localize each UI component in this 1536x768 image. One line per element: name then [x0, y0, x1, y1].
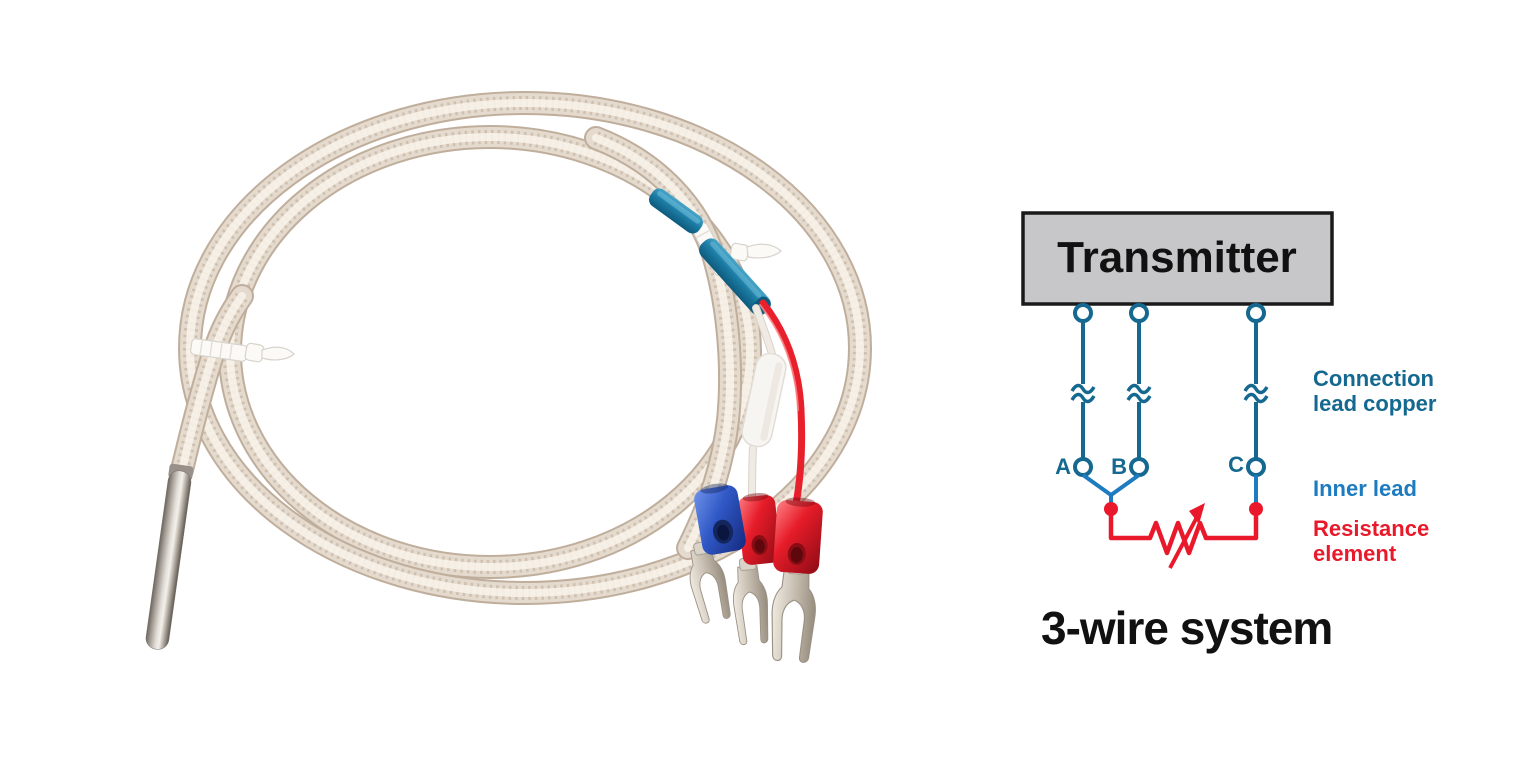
heat-shrink-small — [649, 188, 703, 234]
sensor-terminal-b — [1129, 457, 1149, 477]
terminal-letter-labels: A B C — [1055, 452, 1244, 479]
terminal-label-a: A — [1055, 454, 1071, 479]
white-insulating-sleeve — [741, 352, 787, 448]
resistor-zigzag — [1108, 509, 1259, 556]
inner-leads — [1081, 473, 1258, 504]
terminal-label-b: B — [1111, 454, 1127, 479]
diagram-annotations: Connection lead copper Inner lead Resist… — [1313, 366, 1437, 566]
transmitter-terminal-2 — [1129, 303, 1149, 323]
three-wire-rtd-diagram: Transmitter A B C — [1021, 211, 1437, 654]
sensor-terminal-c — [1246, 457, 1266, 477]
resistance-label-line2: element — [1313, 541, 1397, 566]
resistance-element-circuit — [1108, 509, 1259, 569]
sensor-terminal-a — [1073, 457, 1093, 477]
transmitter-box — [1021, 211, 1334, 306]
fork-blade-mid — [729, 564, 772, 646]
transmitter-terminal-3 — [1246, 303, 1266, 323]
cable-tie-left — [190, 338, 295, 363]
junction-dot-left — [1104, 502, 1118, 516]
connection-lead-label-line2: lead copper — [1313, 391, 1437, 416]
resistance-circuit-nodes — [1104, 502, 1263, 524]
variable-arrow-head — [1189, 503, 1205, 524]
white-lead-upper — [753, 305, 775, 357]
probe-body — [145, 470, 192, 650]
steel-probe — [145, 463, 194, 650]
inner-lead-label: Inner lead — [1313, 476, 1417, 501]
variable-arrow-shaft — [1168, 516, 1199, 569]
terminal-label-c: C — [1228, 452, 1244, 477]
transmitter-label: Transmitter — [1057, 233, 1297, 282]
connection-lead-label-line1: Connection — [1313, 366, 1434, 391]
diagram-title: 3-wire system — [1041, 602, 1332, 654]
fork-blade-right — [768, 567, 819, 664]
red-lead — [759, 299, 806, 508]
terminal-sleeve-red-right — [773, 497, 823, 574]
rtd-probe-photo — [145, 0, 960, 664]
inner-lead-lines — [1081, 473, 1258, 504]
white-lead-lower — [749, 445, 756, 503]
lead-wires — [748, 299, 806, 508]
resistance-label-line1: Resistance — [1313, 516, 1429, 541]
terminal-sleeve-red-middle — [737, 492, 781, 565]
copper-connection-leads — [1070, 303, 1269, 477]
junction-dot-right — [1249, 502, 1263, 516]
transmitter-terminal-1 — [1073, 303, 1093, 323]
terminal-sleeve-blue — [694, 483, 746, 555]
wire-break-marks — [1070, 383, 1269, 404]
lead-wire-lines — [1081, 321, 1258, 459]
red-lead-highlight — [759, 304, 799, 411]
